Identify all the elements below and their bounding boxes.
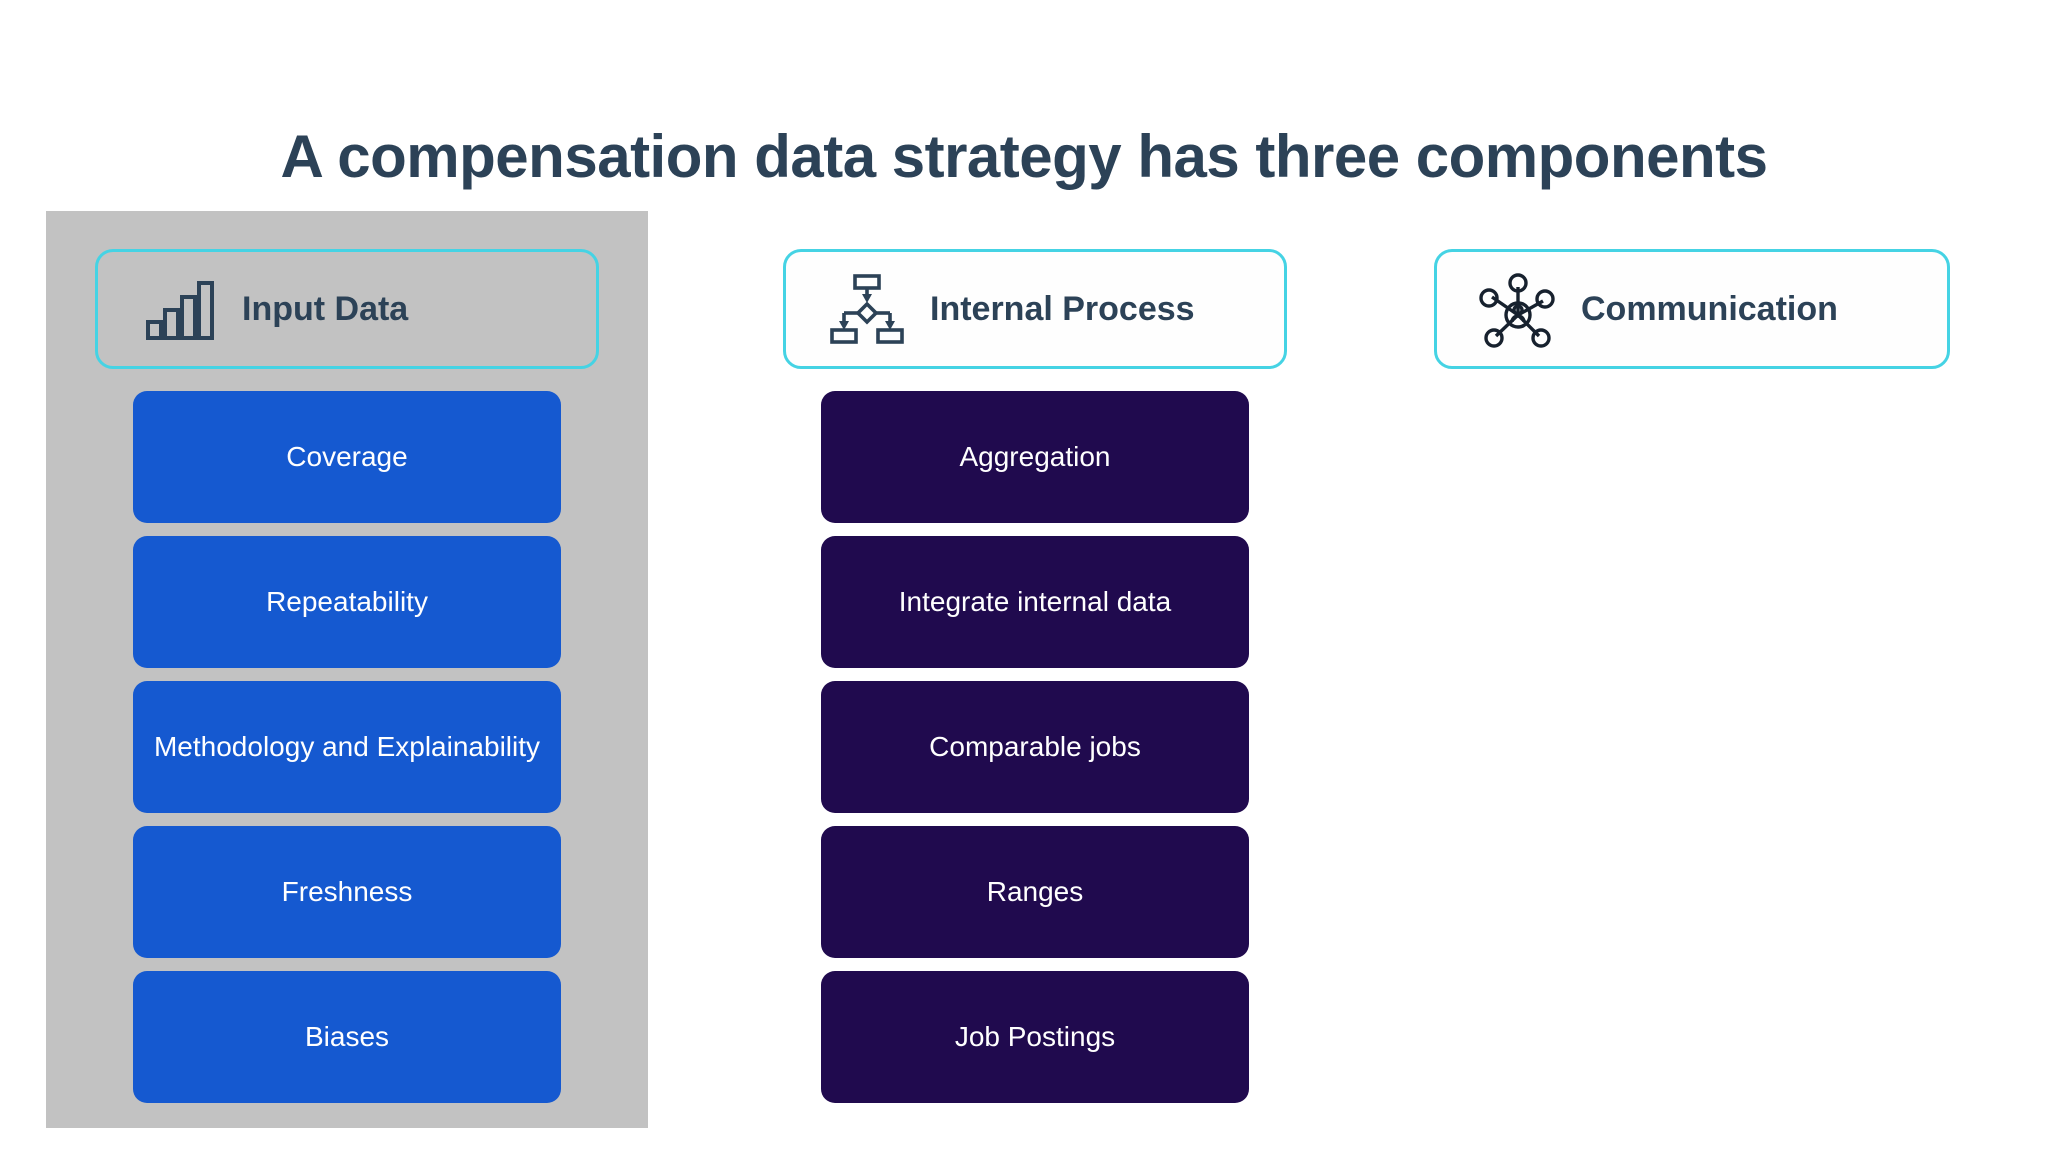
column-input-data: Input Data Coverage Repeatability Method… (95, 249, 599, 1103)
bar-chart-icon (140, 270, 218, 348)
header-card-communication[interactable]: Communication (1434, 249, 1950, 369)
header-card-internal-process[interactable]: Internal Process (783, 249, 1287, 369)
column-communication: Communication (1434, 249, 1950, 401)
item-label: Biases (304, 1021, 390, 1053)
list-item[interactable]: Job Postings (821, 971, 1249, 1103)
flowchart-icon (828, 270, 906, 348)
page-title: A compensation data strategy has three c… (280, 123, 1768, 191)
column-internal-process: Internal Process Aggregation Integrate i… (783, 249, 1287, 1103)
item-label: Methodology and Explainability (153, 731, 541, 763)
network-hub-icon (1479, 270, 1557, 348)
item-label: Ranges (986, 876, 1084, 908)
item-label: Freshness (281, 876, 413, 908)
header-label-communication: Communication (1581, 289, 1838, 328)
header-card-input-data[interactable]: Input Data (95, 249, 599, 369)
item-label: Aggregation (959, 441, 1111, 473)
item-label: Comparable jobs (929, 731, 1141, 763)
list-item[interactable]: Freshness (133, 826, 561, 958)
list-item[interactable]: Aggregation (821, 391, 1249, 523)
item-label: Integrate internal data (898, 586, 1172, 618)
list-item[interactable]: Repeatability (133, 536, 561, 668)
list-item[interactable]: Integrate internal data (821, 536, 1249, 668)
list-item[interactable]: Methodology and Explainability (133, 681, 561, 813)
header-label-internal-process: Internal Process (930, 289, 1195, 328)
item-stack-communication (1434, 391, 1950, 401)
header-label-input-data: Input Data (242, 289, 409, 328)
item-stack-internal-process: Aggregation Integrate internal data Comp… (783, 391, 1287, 1103)
item-label: Job Postings (954, 1021, 1116, 1053)
item-stack-input-data: Coverage Repeatability Methodology and E… (95, 391, 599, 1103)
item-label: Repeatability (266, 586, 428, 618)
list-item[interactable]: Coverage (133, 391, 561, 523)
list-item[interactable]: Comparable jobs (821, 681, 1249, 813)
list-item[interactable]: Biases (133, 971, 561, 1103)
list-item[interactable]: Ranges (821, 826, 1249, 958)
item-label: Coverage (286, 441, 408, 473)
